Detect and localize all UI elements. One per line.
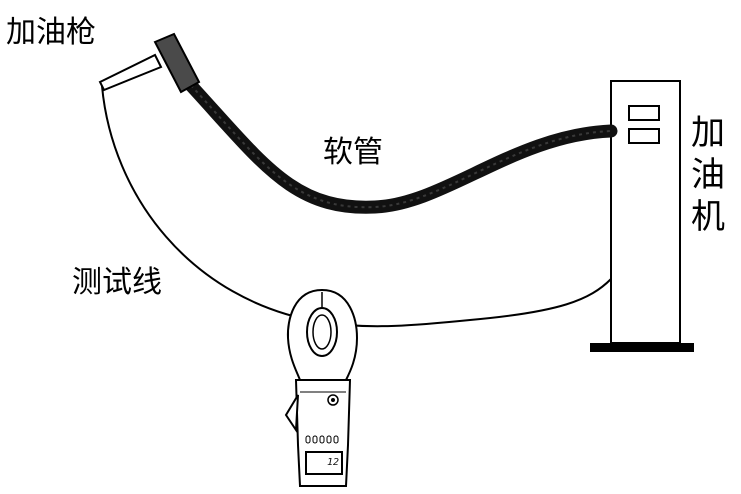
nozzle-spout: [98, 53, 163, 92]
nozzle-handle: [153, 32, 201, 94]
dispenser-display-bottom: [628, 128, 660, 144]
meter-buttons: [305, 435, 339, 444]
hose-label: 软管: [323, 135, 383, 170]
dispenser-label: 加油机: [691, 113, 725, 237]
dispenser-display-top: [628, 105, 660, 121]
fuel-nozzle: [98, 32, 201, 94]
clamp-meter: [284, 288, 359, 487]
meter-lcd: [305, 451, 343, 475]
dispenser-body: [610, 80, 681, 344]
fuel-dispenser: [590, 80, 694, 352]
meter-trigger: [284, 394, 299, 434]
dispenser-base: [590, 343, 694, 352]
test-wire-label: 测试线: [72, 265, 162, 300]
meter-reading: 12: [326, 457, 339, 468]
fuel-hose: [179, 73, 618, 214]
nozzle-label: 加油枪: [6, 15, 96, 50]
